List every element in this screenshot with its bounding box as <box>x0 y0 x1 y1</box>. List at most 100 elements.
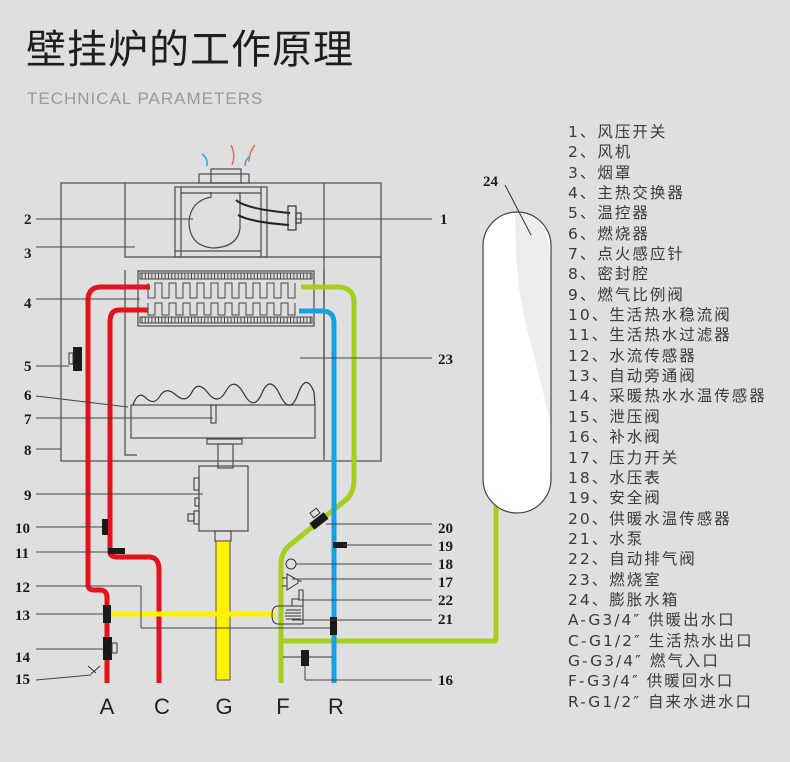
callout-11: 11 <box>15 546 29 562</box>
pressure-switch-wires <box>235 199 291 226</box>
legend-item: 17、压力开关 <box>568 448 680 467</box>
callout-23: 23 <box>438 352 453 368</box>
gas-valve-flange <box>206 438 243 445</box>
port-G: G <box>215 694 232 719</box>
legend-item: 6、燃烧器 <box>568 224 650 243</box>
water-flow-sensor-icon <box>330 617 337 635</box>
safety-valve-vent <box>87 665 97 674</box>
leader-line <box>35 674 92 681</box>
port-R: R <box>328 694 344 719</box>
hot-water-filter-icon <box>108 548 125 554</box>
legend-item: 18、水压表 <box>568 468 662 487</box>
exhaust-wisp-red-left <box>230 144 235 166</box>
legend-item: 22、自动排气阀 <box>568 550 697 569</box>
legend-item: R-G1/2″ 自来水进水口 <box>568 692 753 711</box>
legend-item: A-G3/4″ 供暖出水口 <box>568 611 736 630</box>
legend-item: 12、水流传感器 <box>568 346 697 365</box>
combustion-chamber-outline <box>124 270 137 456</box>
sensor-20-probe <box>309 507 321 519</box>
valve-port-1 <box>193 477 200 491</box>
legend-item: 24、膨胀水箱 <box>568 590 680 609</box>
callout-14: 14 <box>15 650 31 666</box>
heating-supply-temp-sensor-icon <box>309 512 329 530</box>
legend-item: 11、生活热水过滤器 <box>568 326 732 345</box>
burner-body <box>130 404 316 439</box>
flue-hood-outline <box>124 183 381 258</box>
legend-item: 15、泄压阀 <box>568 407 662 426</box>
fin-row-top <box>139 272 313 280</box>
callout-16: 16 <box>438 673 454 689</box>
callout-4: 4 <box>24 296 32 312</box>
exhaust-wisp-blue-right <box>244 156 250 167</box>
legend-item: F-G3/4″ 供暖回水口 <box>568 672 735 691</box>
legend-item: 14、采暖热水水温传感器 <box>568 387 767 406</box>
callout-24: 24 <box>483 174 499 190</box>
valve-port-4 <box>187 513 195 522</box>
pipe-heating-return-F <box>278 284 357 683</box>
port-C: C <box>154 694 170 719</box>
callout-6: 6 <box>24 388 32 404</box>
callout-7: 7 <box>24 412 32 428</box>
heating-water-temp-sensor-icon <box>103 637 112 660</box>
gas-valve-neck <box>217 443 234 469</box>
switch-body <box>287 205 297 231</box>
callout-10: 10 <box>15 521 30 537</box>
legend-item: C-G1/2″ 生活热水出口 <box>568 631 754 650</box>
water-pump-icon <box>271 605 304 625</box>
exhaust-wisp-red-right <box>248 144 256 163</box>
legend-item: 19、安全阀 <box>568 489 662 508</box>
legend-item: 7、点火感应针 <box>568 245 685 264</box>
legend-item: 20、供暖水温传感器 <box>568 509 732 528</box>
wire-2 <box>237 214 290 226</box>
pipe-hot-water-C <box>107 307 162 683</box>
flue-pipe <box>210 168 242 184</box>
air-pressure-switch <box>287 205 302 231</box>
flame-icon <box>132 381 316 406</box>
heat-exchanger-fins <box>139 272 313 324</box>
legend-item: 1、风压开关 <box>568 123 668 141</box>
fin-row-bottom <box>139 316 313 324</box>
temp-sensor-probe <box>111 642 118 654</box>
thermostat-probe <box>68 352 74 365</box>
callout-8: 8 <box>24 443 32 459</box>
expansion-tank <box>482 184 552 514</box>
legend-item: 8、密封腔 <box>568 265 650 284</box>
legend-item: 9、燃气比例阀 <box>568 285 685 304</box>
callout-13: 13 <box>15 608 30 624</box>
callout-17: 17 <box>438 575 454 591</box>
legend-item: 13、自动旁通阀 <box>568 367 697 386</box>
valve-port-2 <box>194 497 200 507</box>
exhaust-wisp-blue-left <box>201 153 208 167</box>
callout-2: 2 <box>24 212 32 228</box>
callout-21: 21 <box>438 612 453 628</box>
page-title: 壁挂炉的工作原理 <box>26 27 354 73</box>
port-F: F <box>276 694 289 719</box>
pressure-switch-17-icon <box>282 573 302 591</box>
serpentine-upper <box>147 282 296 299</box>
callout-1: 1 <box>440 212 448 228</box>
pressure-relief-valve-icon <box>90 665 101 675</box>
room-thermostat-icon <box>73 347 82 371</box>
gas-outlet <box>214 530 232 542</box>
serpentine-lower <box>147 302 296 316</box>
callout-20: 20 <box>438 521 453 537</box>
gas-proportional-valve <box>198 465 249 532</box>
legend-item: 2、风机 <box>568 143 633 162</box>
water-pressure-gauge-icon <box>285 558 297 570</box>
callout-18: 18 <box>438 557 453 573</box>
legend-item: 10、生活热水稳流阀 <box>568 306 732 325</box>
legend-item: 21、水泵 <box>568 529 645 548</box>
legend-item: 16、补水阀 <box>568 428 662 447</box>
safety-valve-icon <box>333 542 347 548</box>
leader-line <box>35 395 129 408</box>
port-A: A <box>100 694 115 719</box>
refill-valve-icon <box>301 650 309 666</box>
callout-5: 5 <box>24 359 32 375</box>
callout-3: 3 <box>24 246 32 262</box>
legend-item: 23、燃烧室 <box>568 570 662 589</box>
wire-1 <box>235 199 291 214</box>
